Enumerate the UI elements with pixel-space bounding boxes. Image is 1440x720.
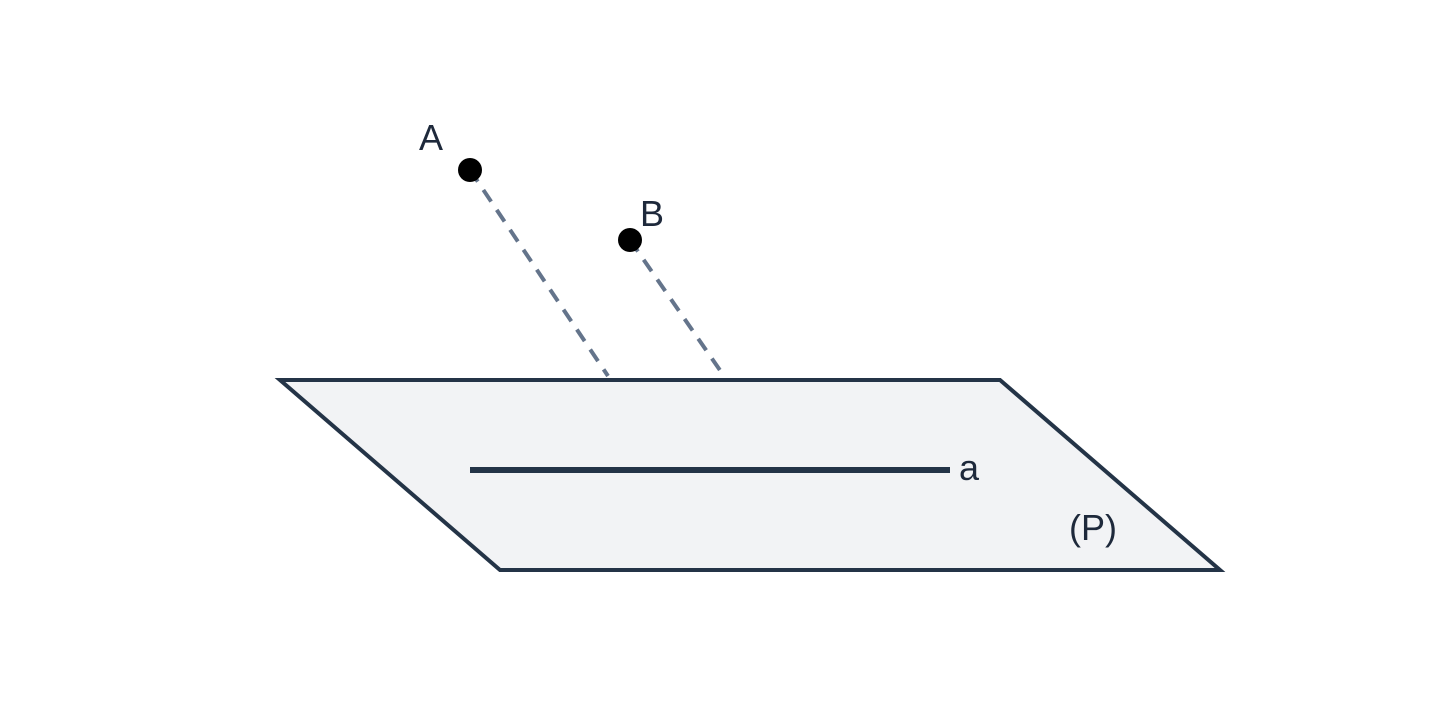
point-a <box>458 158 482 182</box>
dashed-segment-a <box>468 168 610 378</box>
line-a-label: a <box>959 447 980 488</box>
plane-p <box>274 378 1226 572</box>
point-b <box>618 228 642 252</box>
plane-p-label: (P) <box>1069 507 1117 548</box>
point-a-label: A <box>419 117 443 158</box>
dashed-segment-b <box>628 238 726 378</box>
point-b-label: B <box>640 193 664 234</box>
